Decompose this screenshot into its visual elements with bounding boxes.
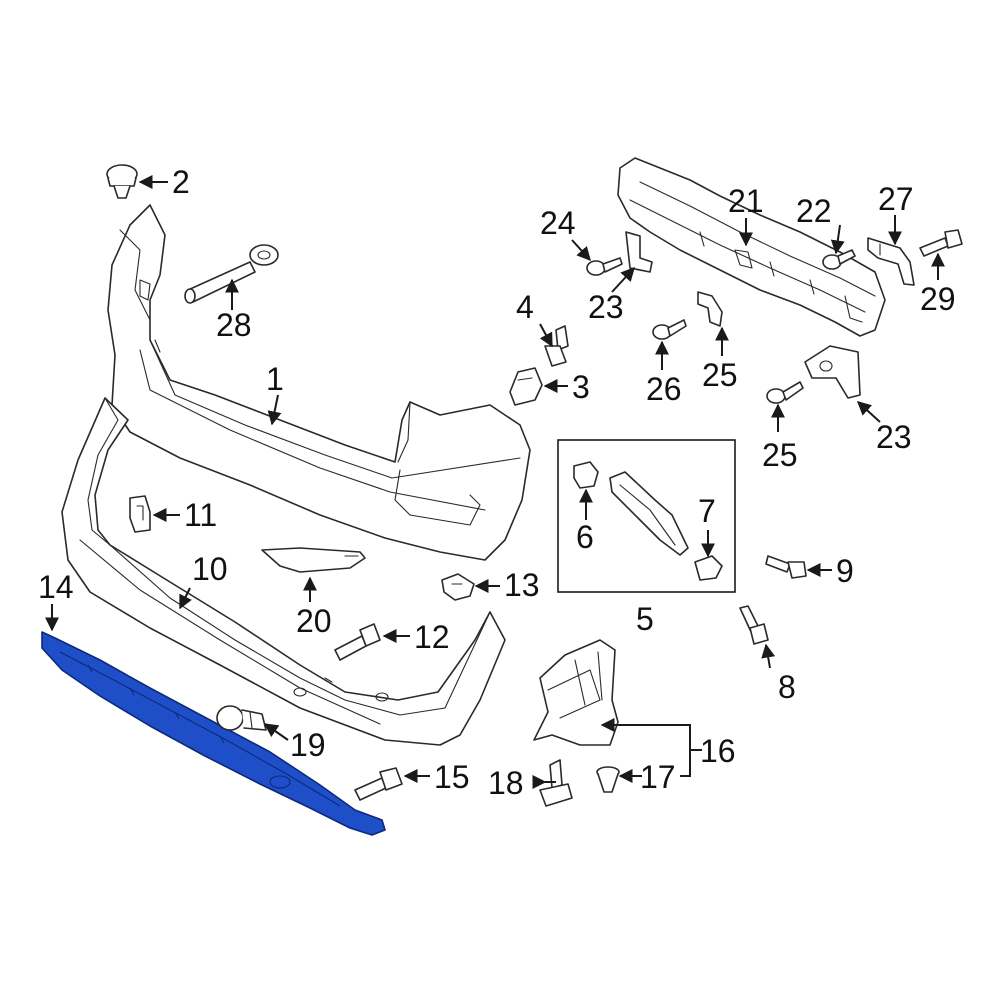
- part-reflector: [261, 547, 366, 573]
- part-pin: [544, 325, 569, 367]
- part-clip-6: [573, 461, 599, 489]
- callout-23: 23: [876, 419, 912, 455]
- part-group-box-5: [557, 439, 736, 593]
- callout-3: 3: [572, 369, 590, 405]
- part-clip-7: [694, 555, 723, 581]
- callout-25-bottom: 25: [762, 437, 798, 473]
- callout-12: 12: [414, 619, 450, 655]
- callout-26: 25: [702, 357, 738, 393]
- part-bracket-clip: [129, 495, 151, 533]
- callout-16: 16: [700, 733, 736, 769]
- callout-7: 7: [698, 493, 716, 529]
- callout-30: 28: [216, 307, 252, 343]
- part-bolt-8: [739, 605, 769, 645]
- part-screw-22: [822, 249, 856, 270]
- part-parking-sensor: [216, 705, 267, 731]
- callout-21: 21: [728, 183, 764, 219]
- part-bolt-29: [919, 229, 963, 257]
- callout-labels: 2 28 1 4 3 11 10 20 13 12 14 19 15 6 7 5…: [38, 164, 956, 801]
- part-push-clip: [106, 164, 138, 199]
- callout-1: 1: [266, 361, 284, 397]
- callout-18: 18: [488, 765, 524, 801]
- part-nut-clip: [441, 573, 475, 601]
- part-screw-25-top: [586, 257, 623, 276]
- part-bolt-15: [354, 767, 403, 801]
- callout-27: 26: [646, 371, 682, 407]
- callout-24: 23: [588, 289, 624, 325]
- callout-10: 10: [192, 551, 228, 587]
- callout-11: 11: [184, 497, 217, 533]
- callout-19: 19: [290, 727, 326, 763]
- part-screw-25-bottom: [766, 381, 804, 404]
- part-splash-shield: [533, 639, 619, 746]
- callout-14: 14: [38, 569, 74, 605]
- callout-13: 13: [504, 567, 540, 603]
- part-tow-hook: [184, 244, 279, 304]
- leader-lines: [45, 175, 945, 789]
- callout-28: 27: [878, 181, 914, 217]
- part-clip-bracket: [697, 291, 723, 327]
- part-screw-27: [652, 319, 687, 340]
- callout-8: 8: [778, 669, 796, 705]
- part-bolt-9: [765, 555, 807, 579]
- part-mounting-bracket: [625, 231, 653, 273]
- part-side-bracket: [867, 237, 915, 286]
- part-upper-bumper-cover: [107, 204, 531, 561]
- callout-5: 5: [636, 601, 654, 637]
- part-push-nut: [596, 766, 620, 793]
- part-absorber: [609, 471, 689, 556]
- callout-6: 6: [576, 519, 594, 555]
- part-bolt-12: [334, 623, 381, 661]
- part-lower-bracket: [804, 345, 861, 399]
- callout-15: 15: [434, 759, 470, 795]
- callout-9: 9: [836, 553, 854, 589]
- callout-25-top: 24: [540, 205, 576, 241]
- part-lower-bumper-cover: [61, 397, 506, 746]
- callout-4: 4: [516, 289, 534, 325]
- part-lower-valance-highlighted: [41, 631, 386, 836]
- callout-29: 29: [920, 281, 956, 317]
- part-reinforcement-bar: [617, 157, 886, 337]
- callout-22: 22: [796, 193, 832, 229]
- callout-17: 17: [640, 759, 676, 795]
- callout-2: 2: [172, 164, 190, 200]
- part-retainer: [509, 367, 543, 406]
- callout-20: 20: [296, 603, 332, 639]
